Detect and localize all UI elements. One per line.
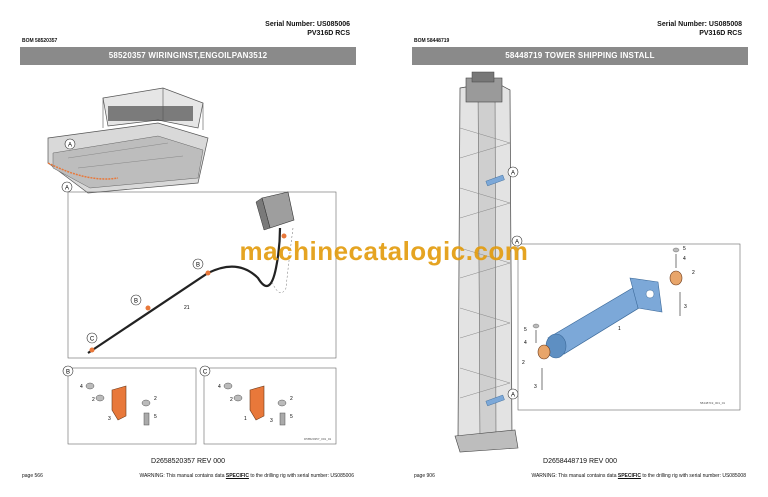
detail-a-frame — [517, 243, 741, 411]
warning-text: WARNING: This manual contains data SPECI… — [531, 473, 746, 479]
warning-text: WARNING: This manual contains data SPECI… — [139, 473, 354, 479]
detail-c-frame — [203, 367, 337, 445]
svg-text:2: 2 — [522, 360, 525, 366]
svg-text:2: 2 — [230, 397, 233, 403]
callout-a-lower: A — [511, 393, 515, 399]
svg-text:5: 5 — [683, 246, 686, 252]
model-name: PV316D RCS — [307, 30, 350, 37]
bom-label: BOM 58520357 — [22, 38, 58, 44]
svg-text:5: 5 — [290, 414, 293, 420]
svg-text:4: 4 — [524, 340, 527, 346]
callout-a: A — [68, 143, 72, 149]
left-page: Serial Number: US085006 PV316D RCS BOM 5… — [8, 0, 368, 497]
figure-code: 58448719_001_01 — [700, 401, 725, 405]
svg-text:5: 5 — [154, 414, 157, 420]
detail-a-label: A — [65, 186, 69, 192]
serial-number-block: Serial Number: US085008 PV316D RCS — [657, 20, 742, 38]
figure-code: D58520357_001_01 — [304, 437, 332, 441]
section-title: 58520357 WIRINGINST,ENGOILPAN3512 — [108, 51, 268, 60]
clamp-part-c — [249, 385, 265, 421]
tower-figure: A A A 5 4 2 1 3 2 5 4 3 58448719_001_01 — [454, 71, 741, 453]
page-number: page 566 — [22, 473, 43, 479]
svg-text:2: 2 — [154, 396, 157, 402]
bom-label: BOM 58448719 — [414, 38, 450, 44]
svg-text:1: 1 — [618, 326, 621, 332]
svg-text:2: 2 — [290, 396, 293, 402]
platform-overview-illustration — [47, 87, 209, 194]
section-title-bar: 58520357 WIRINGINST,ENGOILPAN3512 — [20, 47, 356, 65]
wiring-harness — [87, 227, 282, 354]
svg-text:3: 3 — [684, 304, 687, 310]
page-number: page 906 — [414, 473, 435, 479]
detail-b-frame — [67, 367, 197, 445]
svg-text:3: 3 — [270, 418, 273, 424]
serial-number: Serial Number: US085008 — [657, 21, 742, 28]
document-number: D2658520357 REV 000 — [151, 458, 225, 465]
detail-c-label: C — [203, 370, 208, 376]
tower-illustration — [454, 71, 519, 453]
svg-text:2: 2 — [92, 397, 95, 403]
svg-text:4: 4 — [80, 384, 83, 390]
svg-text:3: 3 — [108, 416, 111, 422]
svg-text:5: 5 — [524, 327, 527, 333]
svg-text:4: 4 — [218, 384, 221, 390]
serial-number-block: Serial Number: US085006 PV316D RCS — [265, 20, 350, 38]
junction-box-illustration — [255, 191, 295, 231]
right-page: Serial Number: US085008 PV316D RCS BOM 5… — [400, 0, 760, 497]
detail-a-label: A — [515, 240, 519, 246]
svg-text:4: 4 — [683, 256, 686, 262]
bushing-left — [537, 344, 551, 360]
part-number-21: 21 — [184, 305, 190, 311]
model-name: PV316D RCS — [699, 30, 742, 37]
serial-number: Serial Number: US085006 — [265, 21, 350, 28]
shipping-tube-illustration — [545, 277, 663, 359]
detail-a-frame — [67, 191, 337, 359]
callout-c: C — [90, 337, 95, 343]
callout-b-1: B — [196, 263, 200, 269]
section-title: 58448719 TOWER SHIPPING INSTALL — [505, 51, 655, 60]
svg-text:3: 3 — [534, 384, 537, 390]
watermark: machinecatalogic.com — [239, 236, 529, 266]
svg-text:1: 1 — [244, 416, 247, 422]
bushing-right — [669, 270, 683, 286]
callout-b-2: B — [134, 299, 138, 305]
wiring-figure: A A B B C 21 B 4 2 2 3 — [47, 87, 337, 445]
clamp-part-b — [111, 385, 127, 421]
svg-text:2: 2 — [692, 270, 695, 276]
detail-b-label: B — [66, 370, 70, 376]
section-title-bar: 58448719 TOWER SHIPPING INSTALL — [412, 47, 748, 65]
document-number: D2658448719 REV 000 — [543, 458, 617, 465]
callout-a-upper: A — [511, 171, 515, 177]
